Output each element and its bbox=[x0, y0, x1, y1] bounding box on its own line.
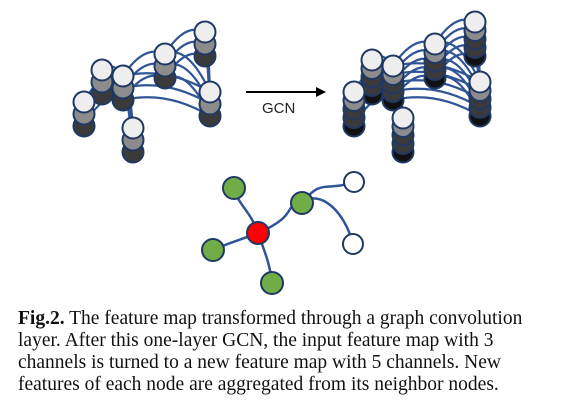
neighbor-node bbox=[222, 176, 246, 200]
other-node bbox=[342, 233, 364, 255]
node-stack bbox=[153, 42, 177, 90]
node-stack bbox=[463, 10, 487, 68]
channel-node bbox=[423, 32, 447, 56]
input-feature-map-graph bbox=[72, 20, 222, 164]
node-stack bbox=[391, 106, 415, 164]
channel-node bbox=[198, 80, 222, 104]
channel-node bbox=[121, 116, 145, 140]
neighbor-node bbox=[290, 191, 314, 215]
graph-edge bbox=[122, 96, 211, 117]
caption-label: Fig.2. bbox=[18, 308, 65, 329]
gcn-arrow-label: GCN bbox=[262, 100, 295, 117]
node-stack bbox=[423, 32, 447, 90]
node-stack bbox=[111, 64, 135, 112]
channel-node bbox=[111, 64, 135, 88]
channel-node bbox=[193, 20, 217, 44]
caption-text: The feature map transformed through a gr… bbox=[18, 308, 523, 395]
gcn-arrow bbox=[246, 87, 326, 97]
channel-node bbox=[360, 48, 384, 72]
channel-node bbox=[468, 70, 492, 94]
other-node bbox=[343, 171, 365, 193]
center-node bbox=[246, 221, 270, 245]
channel-node bbox=[342, 80, 366, 104]
node-stack bbox=[193, 20, 217, 68]
node-stack bbox=[468, 70, 492, 128]
node-aggregation-graph bbox=[201, 171, 365, 295]
node-stack bbox=[381, 54, 405, 112]
neighbor-node bbox=[260, 271, 284, 295]
channel-node bbox=[391, 106, 415, 130]
channel-node bbox=[381, 54, 405, 78]
gcn-diagram: GCN bbox=[72, 10, 492, 295]
node-stack bbox=[198, 80, 222, 128]
node-stack bbox=[121, 116, 145, 164]
channel-node bbox=[463, 10, 487, 34]
node-stack bbox=[342, 80, 366, 138]
channel-node bbox=[90, 58, 114, 82]
channel-node bbox=[153, 42, 177, 66]
channel-node bbox=[72, 90, 96, 114]
node-stack bbox=[72, 90, 96, 138]
figure-caption: Fig.2. The feature map transformed throu… bbox=[18, 308, 548, 396]
neighbor-node bbox=[201, 238, 225, 262]
output-feature-map-graph bbox=[342, 10, 492, 164]
